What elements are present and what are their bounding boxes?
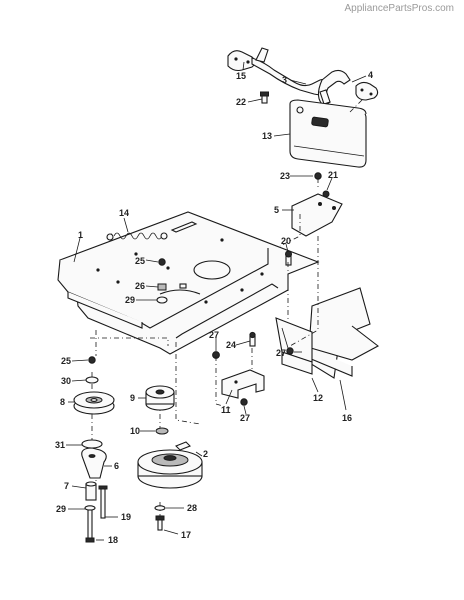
callout-30: 30 xyxy=(61,376,71,386)
spring-14[interactable] xyxy=(106,232,168,241)
exhaust-elbow[interactable] xyxy=(317,69,351,107)
callout-7: 7 xyxy=(64,481,69,491)
callout-6: 6 xyxy=(114,461,119,471)
callout-19: 19 xyxy=(121,512,131,522)
callout-18: 18 xyxy=(108,535,118,545)
callout-25-top: 25 xyxy=(135,256,145,266)
shield-12[interactable] xyxy=(275,317,313,375)
callout-22: 22 xyxy=(236,97,246,107)
callout-28: 28 xyxy=(187,503,197,513)
exhaust-pipe[interactable] xyxy=(251,47,331,96)
exhaust-gasket-left[interactable] xyxy=(227,50,256,72)
stud-20[interactable] xyxy=(285,250,292,266)
bolt-26[interactable] xyxy=(157,283,167,291)
washer-31[interactable] xyxy=(81,439,103,449)
callout-10: 10 xyxy=(130,426,140,436)
callout-23: 23 xyxy=(280,171,290,181)
washer-29-top[interactable] xyxy=(156,296,168,304)
callout-25-bottom: 25 xyxy=(61,356,71,366)
callout-12: 12 xyxy=(313,393,323,403)
callout-labels: 15 3 4 22 13 23 21 5 1 14 25 26 29 20 27… xyxy=(55,70,373,545)
callout-17: 17 xyxy=(181,530,191,540)
spacer-7[interactable] xyxy=(85,481,97,501)
bolt-18[interactable] xyxy=(85,509,95,543)
nut-25-bottom[interactable] xyxy=(88,356,96,364)
callout-13: 13 xyxy=(262,131,272,141)
callout-5: 5 xyxy=(274,205,279,215)
callout-29-bottom: 29 xyxy=(56,504,66,514)
callout-4: 4 xyxy=(368,70,373,80)
bolt-17[interactable] xyxy=(155,515,165,531)
callout-24: 24 xyxy=(226,340,236,350)
nut-27-bottom[interactable] xyxy=(240,398,248,406)
pulley-8[interactable] xyxy=(73,391,115,415)
callout-leaders xyxy=(66,61,367,541)
callout-26: 26 xyxy=(135,281,145,291)
callout-14: 14 xyxy=(119,208,129,218)
exhaust-gasket-right[interactable] xyxy=(355,81,379,101)
callout-31: 31 xyxy=(55,440,65,450)
idler-arm-6[interactable] xyxy=(81,447,107,479)
bolt-19[interactable] xyxy=(98,485,108,519)
pulley-9[interactable] xyxy=(145,385,175,411)
callout-21: 21 xyxy=(328,170,338,180)
callout-3: 3 xyxy=(282,75,287,85)
nut-27-right[interactable] xyxy=(286,347,294,355)
callout-27-bottom: 27 xyxy=(240,413,250,423)
watermark: AppliancePartsPros.com xyxy=(344,3,455,14)
callout-11: 11 xyxy=(221,405,231,415)
callout-1: 1 xyxy=(78,230,83,240)
callout-8: 8 xyxy=(60,397,65,407)
bolt-22[interactable] xyxy=(260,91,269,104)
washer-30[interactable] xyxy=(85,376,99,384)
bolt-24[interactable] xyxy=(249,331,256,347)
callout-27-right: 27 xyxy=(276,348,286,358)
callout-20: 20 xyxy=(281,236,291,246)
muffler[interactable] xyxy=(289,99,367,168)
callout-29-top: 29 xyxy=(125,295,135,305)
clutch-2[interactable] xyxy=(137,441,203,489)
callout-9: 9 xyxy=(130,393,135,403)
washer-10[interactable] xyxy=(155,427,169,435)
callout-16: 16 xyxy=(342,413,352,423)
callout-2: 2 xyxy=(203,449,208,459)
callout-27-mid: 27 xyxy=(209,330,219,340)
shield-16[interactable] xyxy=(303,287,380,379)
nut-25-top[interactable] xyxy=(158,258,166,266)
callout-15: 15 xyxy=(236,71,246,81)
bracket-11[interactable] xyxy=(221,369,265,399)
muffler-bracket[interactable] xyxy=(291,193,343,237)
washer-28[interactable] xyxy=(154,505,166,511)
